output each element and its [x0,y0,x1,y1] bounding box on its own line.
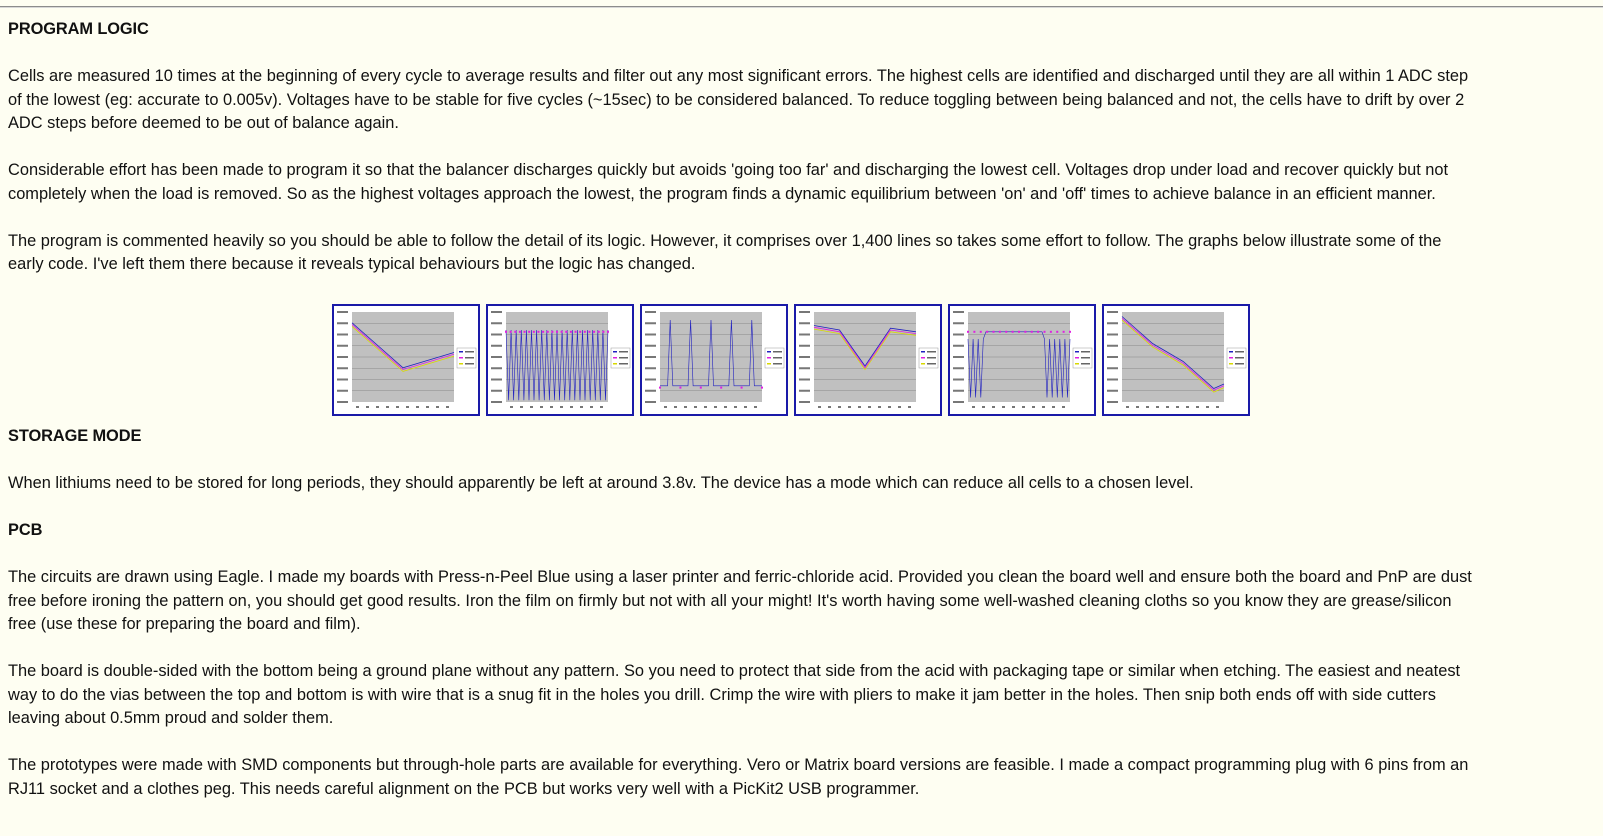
graph-thumbnail-3[interactable] [640,304,788,416]
text-line: completely when the load is removed. So … [8,184,1436,203]
text-line: leaving about 0.5mm proud and solder the… [8,709,334,727]
text-line: free before ironing the pattern on, you … [8,591,1452,610]
paragraph-storage-mode-1: When lithiums need to be stored for long… [8,472,1194,496]
graph-thumbnail-5[interactable] [948,304,1096,416]
graph-image [953,311,1093,408]
paragraph-pcb-3: The prototypes were made with SMD compon… [8,754,1472,801]
storage-mode-section: STORAGE MODE When lithiums need to be st… [8,425,1194,519]
graph-image [337,311,477,408]
text-line: The circuits are drawn using Eagle. I ma… [8,568,1472,586]
graph-image [645,311,785,408]
paragraph-program-logic-3: The program is commented heavily so you … [8,230,1603,277]
text-line: The prototypes were made with SMD compon… [8,756,1469,774]
text-line: ADC steps before deemed to be out of bal… [8,114,399,132]
graph-thumbnail-gallery [332,304,1250,416]
text-line: The board is double-sided with the botto… [8,662,1461,680]
text-line: of the lowest (eg: accurate to 0.005v). … [8,90,1465,109]
horizontal-rule [0,6,1603,8]
text-line: Cells are measured 10 times at the begin… [8,67,1469,85]
graph-image [799,311,939,408]
text-line: way to do the vias between the top and b… [8,685,1436,704]
graph-thumbnail-1[interactable] [332,304,480,416]
section-heading-storage-mode: STORAGE MODE [8,427,142,445]
paragraph-pcb-1: The circuits are drawn using Eagle. I ma… [8,566,1472,637]
graph-image [1107,311,1247,408]
paragraph-program-logic-2: Considerable effort has been made to pro… [8,159,1603,206]
graph-thumbnail-6[interactable] [1102,304,1250,416]
text-line: early code. I've left them there because… [8,255,696,273]
text-line: RJ11 socket and a clothes peg. This need… [8,779,920,798]
article-body: PROGRAM LOGIC Cells are measured 10 time… [8,18,1603,300]
section-heading-program-logic: PROGRAM LOGIC [8,20,149,38]
text-line: The program is commented heavily so you … [8,231,1442,250]
paragraph-pcb-2: The board is double-sided with the botto… [8,660,1472,731]
graph-thumbnail-4[interactable] [794,304,942,416]
section-heading-pcb: PCB [8,521,43,539]
text-line: free (use these for preparing the board … [8,615,361,633]
graph-image [491,311,631,408]
text-line: Considerable effort has been made to pro… [8,161,1449,179]
paragraph-program-logic-1: Cells are measured 10 times at the begin… [8,65,1603,136]
text-line: When lithiums need to be stored for long… [8,474,1194,492]
graph-thumbnail-2[interactable] [486,304,634,416]
pcb-section: PCB The circuits are drawn using Eagle. … [8,519,1472,825]
